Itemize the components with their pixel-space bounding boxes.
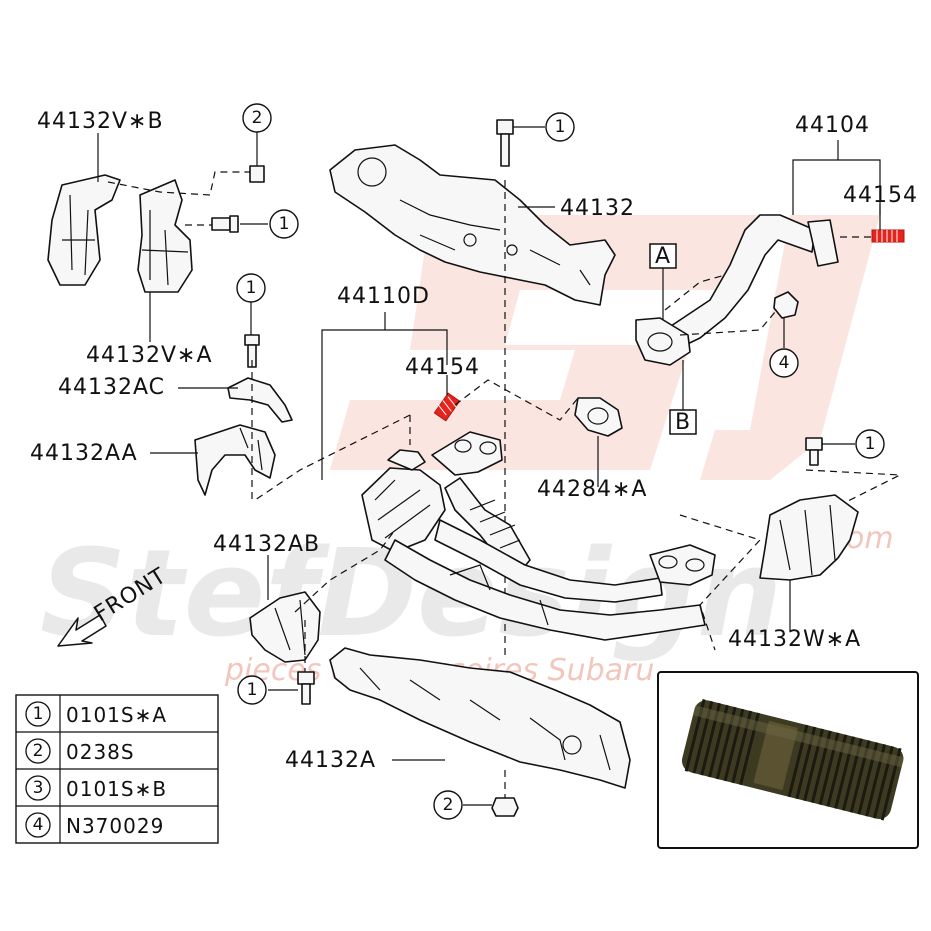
nut-bottom bbox=[491, 797, 519, 817]
callout-2-bottom: 2 bbox=[433, 790, 463, 820]
callout-1-bottom-left: 1 bbox=[237, 675, 267, 705]
svg-text:0101S∗B: 0101S∗B bbox=[66, 777, 167, 801]
svg-text:2: 2 bbox=[252, 108, 263, 128]
svg-text:N370029: N370029 bbox=[66, 814, 164, 838]
ref-box-b: B bbox=[669, 409, 697, 435]
legend-row-4: 4 N370029 bbox=[25, 812, 164, 838]
legend-row-1: 1 0101S∗A bbox=[25, 701, 167, 727]
label-44132a: 44132A bbox=[285, 748, 376, 773]
label-44132wa: 44132W∗A bbox=[728, 627, 861, 652]
svg-text:1: 1 bbox=[246, 278, 257, 298]
stud-44154-center bbox=[433, 392, 461, 422]
bolt-left-mid bbox=[211, 215, 239, 233]
callout-4-right: 4 bbox=[769, 348, 799, 378]
callout-2-top-left: 2 bbox=[242, 103, 272, 133]
callout-1-top-center: 1 bbox=[545, 112, 575, 142]
svg-text:1: 1 bbox=[555, 117, 566, 137]
svg-text:1: 1 bbox=[865, 434, 876, 454]
ref-box-a: A bbox=[649, 243, 677, 269]
svg-text:1: 1 bbox=[33, 704, 44, 724]
label-44154-center: 44154 bbox=[405, 355, 480, 380]
callout-1-right: 1 bbox=[855, 429, 885, 459]
catalyst-44110d bbox=[361, 431, 531, 573]
legend-row-3: 3 0101S∗B bbox=[25, 775, 167, 801]
exhaust-pipe-main bbox=[384, 519, 716, 641]
label-44132: 44132 bbox=[560, 196, 635, 221]
svg-text:0101S∗A: 0101S∗A bbox=[66, 703, 167, 727]
heat-shield-44132a bbox=[329, 647, 631, 789]
label-44132vb: 44132V∗B bbox=[37, 109, 164, 134]
svg-text:1: 1 bbox=[279, 214, 290, 234]
callout-1-top-left: 1 bbox=[269, 209, 299, 239]
label-44104: 44104 bbox=[795, 113, 870, 138]
stud-44154-right bbox=[871, 229, 905, 243]
svg-text:2: 2 bbox=[33, 741, 44, 761]
heat-shield-44132wa bbox=[759, 494, 859, 581]
label-44132va: 44132V∗A bbox=[86, 343, 213, 368]
label-44132ac: 44132AC bbox=[58, 375, 165, 400]
bolt-right bbox=[805, 437, 823, 466]
heat-shield-44132vb bbox=[47, 174, 121, 286]
svg-text:0238S: 0238S bbox=[66, 740, 135, 764]
heat-shield-44132ac bbox=[227, 377, 293, 423]
nut-4 bbox=[773, 291, 799, 319]
svg-text:2: 2 bbox=[443, 795, 454, 815]
label-44132aa: 44132AA bbox=[30, 441, 138, 466]
svg-text:A: A bbox=[655, 244, 671, 269]
gasket-44284a bbox=[574, 397, 623, 437]
heat-shield-44132va bbox=[137, 179, 193, 293]
bolt-bottom-left bbox=[297, 671, 315, 705]
svg-text:3: 3 bbox=[33, 778, 44, 798]
svg-text:B: B bbox=[675, 410, 691, 435]
stud-photo-inset bbox=[657, 671, 919, 849]
svg-text:4: 4 bbox=[33, 815, 44, 835]
legend-row-2: 2 0238S bbox=[25, 738, 135, 764]
label-44154-right: 44154 bbox=[843, 183, 918, 208]
svg-text:4: 4 bbox=[779, 353, 790, 373]
front-pipe-44104 bbox=[635, 214, 839, 366]
label-44110d: 44110D bbox=[337, 284, 430, 309]
svg-text:1: 1 bbox=[247, 680, 258, 700]
heat-shield-44132 bbox=[329, 144, 616, 306]
heat-shield-44132aa bbox=[194, 424, 276, 496]
callout-1-left: 1 bbox=[236, 273, 266, 303]
bolt-top-center bbox=[496, 119, 514, 167]
heat-shield-44132ab bbox=[249, 591, 321, 663]
threaded-stud-photo bbox=[681, 699, 904, 821]
legend-table: 1 0101S∗A 2 0238S 3 0101S∗B 4 N370029 bbox=[15, 694, 219, 844]
nut-top-left bbox=[249, 165, 265, 183]
label-44132ab: 44132AB bbox=[213, 532, 320, 557]
label-44284a: 44284∗A bbox=[537, 477, 647, 502]
